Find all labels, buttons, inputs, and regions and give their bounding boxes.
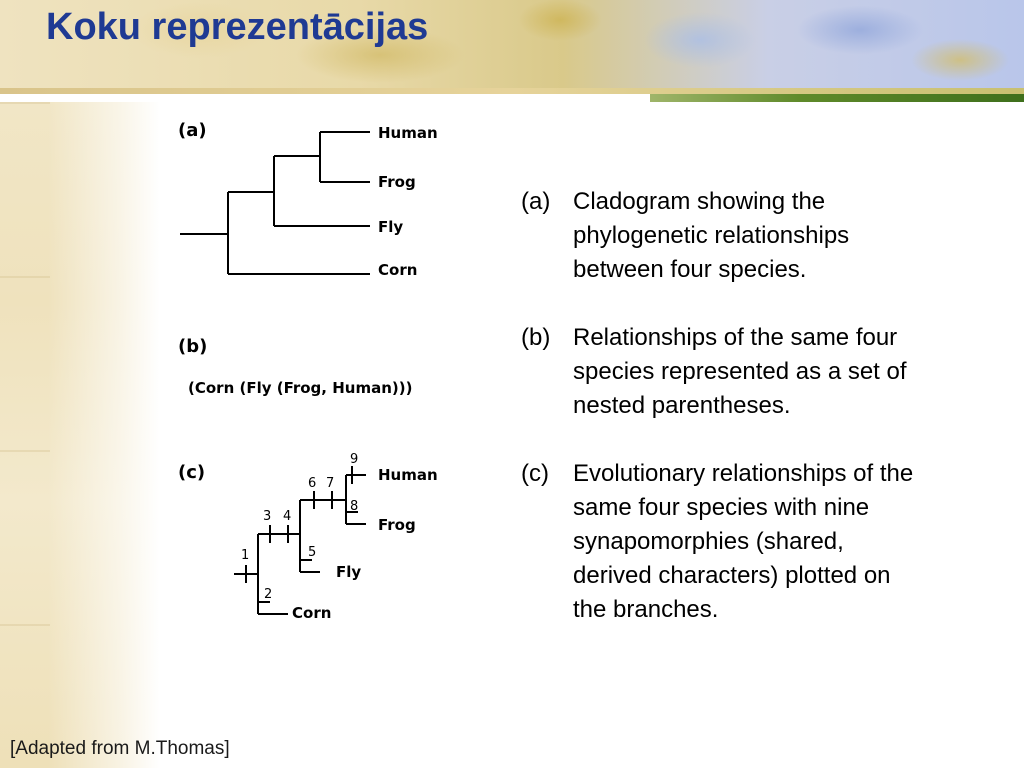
synapomorphy-3: 3 [263,509,271,524]
source-citation: [Adapted from M.Thomas] [10,738,230,759]
synapomorphy-8: 8 [350,499,358,514]
panel-a-taxon-corn: Corn [378,261,417,279]
panel-b-newick: (Corn (Fly (Frog, Human))) [188,379,412,397]
panel-a-taxon-human: Human [378,124,438,142]
panel-c-taxon-corn: Corn [292,604,331,622]
description-text: Evolutionary relationships of the same f… [573,460,914,623]
synapomorphy-1: 1 [241,548,249,563]
description-text: Relationships of the same four species r… [573,324,907,419]
synapomorphy-5: 5 [308,545,316,560]
description-item: (b) Relationships of the same four speci… [521,321,921,423]
cladogram-figure: (a) Human Frog Fly Corn (b) (Corn (Fly (… [170,110,460,630]
description-label: (a) [521,188,551,215]
header-divider-green [650,94,1024,102]
synapomorphy-4: 4 [283,509,291,524]
cladogram-svg: (a) Human Frog Fly Corn (b) (Corn (Fly (… [178,120,438,622]
panel-c-label: (c) [178,462,205,483]
description-item: (c) Evolutionary relationships of the sa… [521,457,921,627]
synapomorphy-6: 6 [308,476,316,491]
panel-a-tree [180,131,370,275]
description-text: Cladogram showing the phylogenetic relat… [573,188,850,283]
description-item: (a) Cladogram showing the phylogenetic r… [521,185,921,287]
panel-c-taxon-frog: Frog [378,516,416,534]
panel-a-taxon-fly: Fly [378,218,403,236]
synapomorphy-9: 9 [350,452,358,467]
synapomorphy-2: 2 [264,587,272,602]
description-label: (c) [521,460,549,487]
figure-background [170,110,460,290]
panel-c-taxon-human: Human [378,466,438,484]
panel-c-taxon-fly: Fly [336,563,361,581]
panel-b-label: (b) [178,336,207,357]
left-decorative-strip [0,102,160,768]
left-decorative-lines [0,102,50,768]
synapomorphy-7: 7 [326,476,334,491]
description-list: (a) Cladogram showing the phylogenetic r… [521,185,921,661]
header-banner [0,0,1024,88]
description-label: (b) [521,324,551,351]
panel-a-label: (a) [178,120,207,141]
panel-c-tree [234,466,366,615]
header-divider-gold [0,88,1024,94]
panel-a-taxon-frog: Frog [378,173,416,191]
slide-title: Koku reprezentācijas [46,6,429,48]
